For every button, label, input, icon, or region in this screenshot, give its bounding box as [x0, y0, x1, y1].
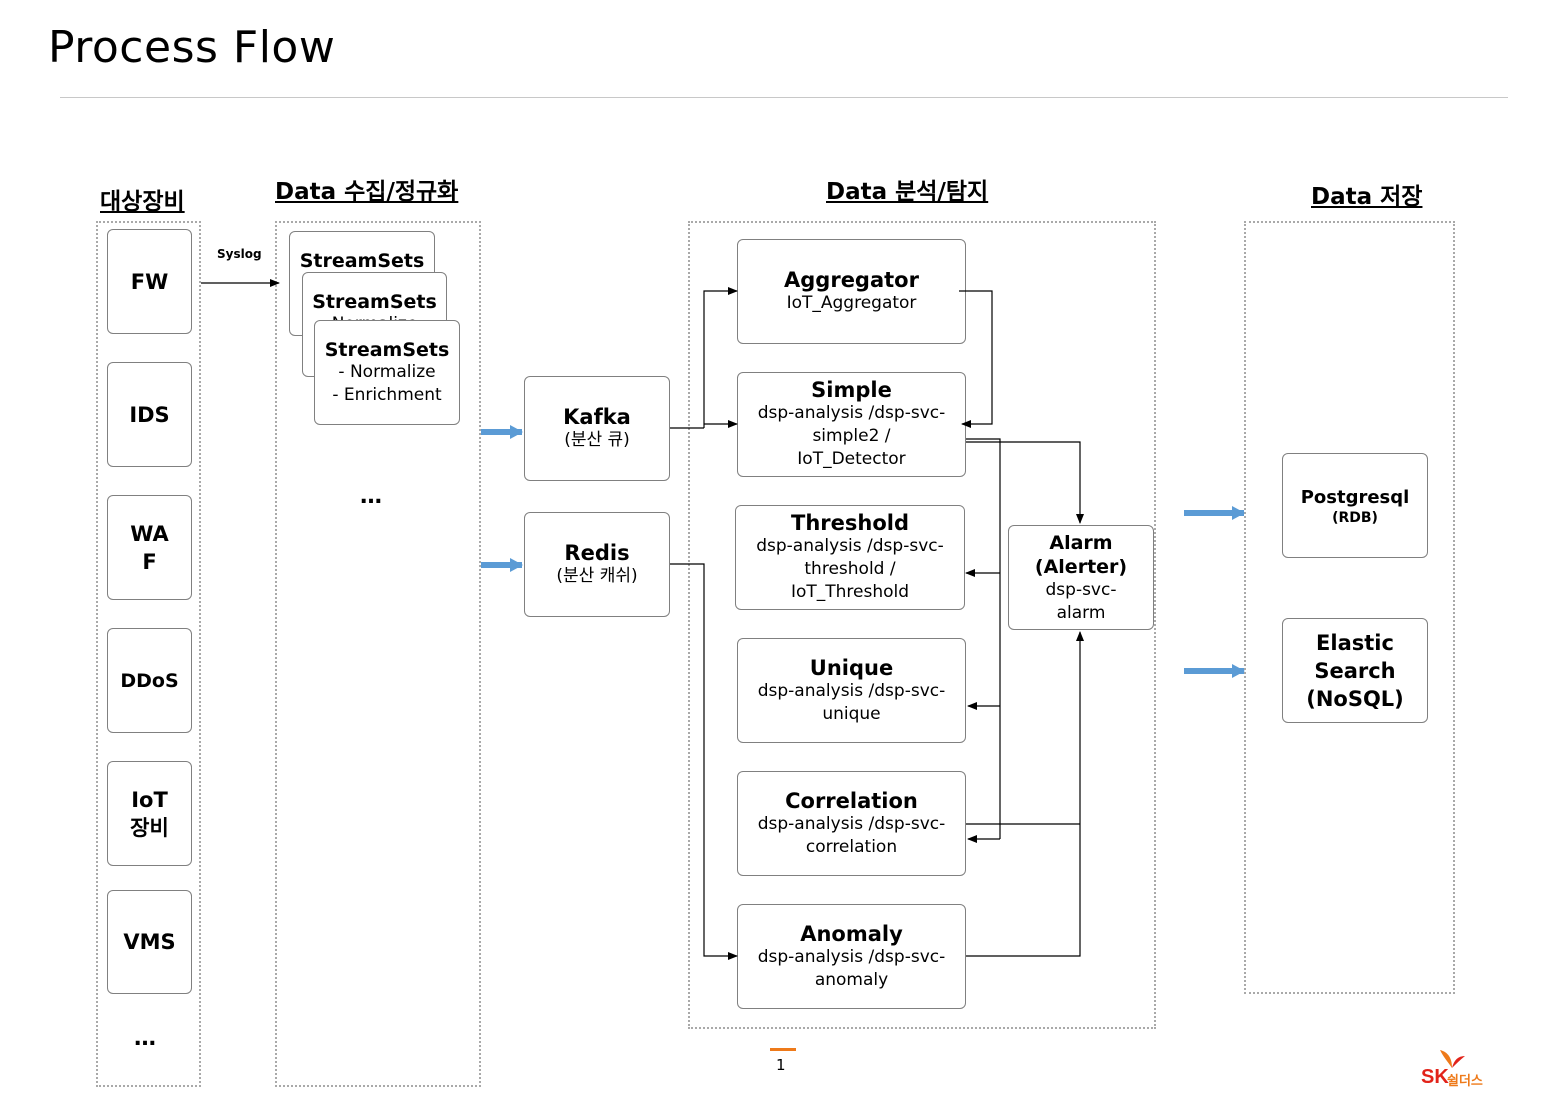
threshold-box: Threshold dsp-analysis /dsp-svc- thresho…: [735, 505, 965, 610]
kafka-sub: (분산 큐): [564, 430, 630, 450]
heading-analysis: Data 분석/탐지: [826, 179, 989, 205]
postgresql-title: Postgresql: [1300, 486, 1410, 508]
correlation-sub: dsp-analysis /dsp-svc- correlation: [757, 813, 946, 857]
unique-sub: dsp-analysis /dsp-svc- unique: [757, 680, 946, 724]
device-iot: IoT 장비: [107, 761, 192, 866]
alarm-title: Alarm (Alerter): [1034, 531, 1128, 578]
anomaly-to-alarm: [966, 631, 1084, 957]
streamsets-sub-normalize: - Normalize: [338, 362, 436, 382]
syslog-label: Syslog: [217, 247, 262, 261]
elastic-box: Elastic Search (NoSQL): [1282, 618, 1428, 723]
anomaly-title: Anomaly: [800, 921, 903, 946]
sk-logo-name: 쉴더스: [1447, 1074, 1483, 1089]
streamsets-title: StreamSets: [324, 339, 450, 361]
kafka-title: Kafka: [563, 405, 631, 429]
device-vms: VMS: [107, 890, 192, 994]
correlation-box: Correlation dsp-analysis /dsp-svc- corre…: [737, 771, 966, 876]
aggregator-box: Aggregator IoT_Aggregator: [737, 239, 966, 344]
threshold-sub: dsp-analysis /dsp-svc- threshold / IoT_T…: [756, 536, 944, 602]
aggregator-to-simple: [959, 290, 993, 428]
redis-sub: (분산 캐쉬): [556, 566, 638, 586]
redis-title: Redis: [564, 541, 630, 565]
redis-box: Redis (분산 캐쉬): [524, 512, 670, 617]
simple-sub: dsp-analysis /dsp-svc- simple2 / IoT_Det…: [757, 403, 946, 469]
threshold-title: Threshold: [791, 511, 909, 535]
streamsets-box-front: StreamSets - Normalize - Enrichment: [314, 320, 460, 425]
streamsets-title: StreamSets: [299, 250, 425, 272]
device-ids: IDS: [107, 362, 192, 467]
device-label: IoT 장비: [130, 787, 169, 840]
collect-more: …: [360, 484, 383, 509]
page-number: 1: [776, 1056, 786, 1074]
simple-box: Simple dsp-analysis /dsp-svc- simple2 / …: [737, 372, 966, 477]
aggregator-title: Aggregator: [784, 268, 919, 292]
title-divider: [60, 97, 1508, 98]
redis-to-anomaly: [670, 563, 738, 960]
sk-logo: SK: [1421, 1066, 1449, 1088]
device-label: VMS: [123, 930, 176, 954]
simple-fanout-trunk: [966, 438, 1001, 839]
streamsets-sub-enrichment: - Enrichment: [332, 385, 442, 405]
page-title: Process Flow: [48, 22, 336, 73]
kafka-box: Kafka (분산 큐): [524, 376, 670, 481]
devices-group: [96, 221, 201, 1087]
page-number-accent: [770, 1048, 796, 1051]
anomaly-sub: dsp-analysis /dsp-svc- anomaly: [757, 946, 946, 990]
postgresql-box: Postgresql (RDB): [1282, 453, 1428, 558]
simple-title: Simple: [811, 378, 892, 402]
correlation-title: Correlation: [785, 788, 918, 813]
device-waf: WA F: [107, 495, 192, 600]
simple-to-alarm: [966, 441, 1084, 524]
devices-more: …: [134, 1026, 157, 1051]
postgresql-sub: (RDB): [1332, 509, 1378, 526]
elastic-title: Elastic Search (NoSQL): [1306, 630, 1404, 711]
device-label: DDoS: [120, 669, 179, 692]
unique-box: Unique dsp-analysis /dsp-svc- unique: [737, 638, 966, 743]
streamsets-title: StreamSets: [312, 291, 437, 313]
device-label: IDS: [129, 402, 170, 427]
unique-title: Unique: [809, 655, 894, 680]
heading-collect: Data 수집/정규화: [275, 179, 459, 205]
device-ddos: DDoS: [107, 628, 192, 733]
alarm-sub: dsp-svc- alarm: [1045, 579, 1117, 623]
device-fw: FW: [107, 229, 192, 334]
storage-group: [1244, 221, 1455, 994]
heading-devices: 대상장비: [100, 189, 185, 215]
analysis-group: [688, 221, 1156, 1029]
anomaly-box: Anomaly dsp-analysis /dsp-svc- anomaly: [737, 904, 966, 1009]
collect-group: [275, 221, 481, 1087]
kafka-to-aggregator: [703, 287, 738, 428]
device-label: WA F: [130, 521, 169, 574]
heading-storage: Data 저장: [1311, 184, 1423, 210]
sk-butterfly-icon: [1440, 1050, 1465, 1068]
device-label: FW: [130, 269, 169, 294]
alarm-box: Alarm (Alerter) dsp-svc- alarm: [1008, 525, 1154, 630]
aggregator-sub: IoT_Aggregator: [786, 293, 917, 313]
